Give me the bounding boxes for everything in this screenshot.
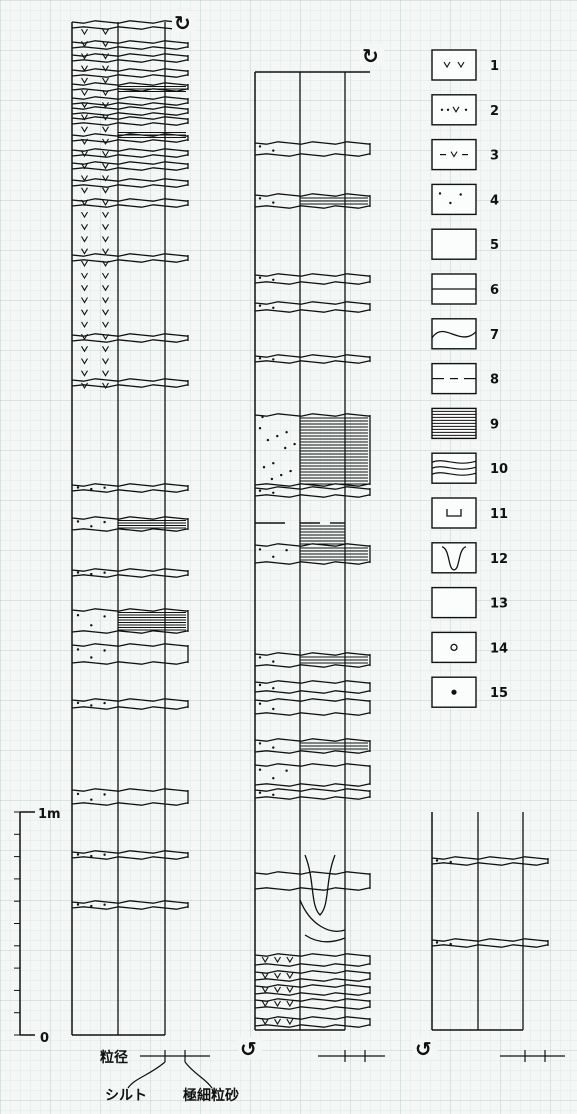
legend-number-10: 10 (490, 462, 508, 477)
way-up-arrow-col3-bottom: ↺ (415, 1037, 432, 1061)
scale-top-label: 1m (38, 807, 61, 822)
legend-number-1: 1 (490, 59, 499, 74)
grain-size-silt-label: シルト (105, 1088, 147, 1104)
legend-number-11: 11 (490, 507, 508, 522)
legend-number-3: 3 (490, 149, 499, 164)
grain-size-vf-sand-label: 極細粒砂 (183, 1087, 239, 1104)
way-up-arrow-col2-top: ↻ (362, 44, 379, 68)
legend-number-14: 14 (490, 641, 508, 656)
legend-number-7: 7 (490, 328, 499, 343)
scale-bottom-label: 0 (40, 1031, 49, 1046)
way-up-arrow-col2-bottom: ↺ (240, 1037, 257, 1061)
legend-number-13: 13 (490, 597, 508, 612)
dot-icon (451, 690, 456, 695)
legend-number-6: 6 (490, 283, 499, 298)
legend-number-2: 2 (490, 104, 499, 119)
way-up-arrow-col1-top: ↻ (174, 11, 191, 35)
legend-number-9: 9 (490, 417, 499, 432)
legend-number-8: 8 (490, 373, 499, 388)
legend-number-12: 12 (490, 552, 508, 567)
legend-number-4: 4 (490, 193, 499, 208)
legend-number-5: 5 (490, 238, 499, 253)
grain-size-title: 粒径 (100, 1049, 128, 1066)
legend-number-15: 15 (490, 686, 508, 701)
